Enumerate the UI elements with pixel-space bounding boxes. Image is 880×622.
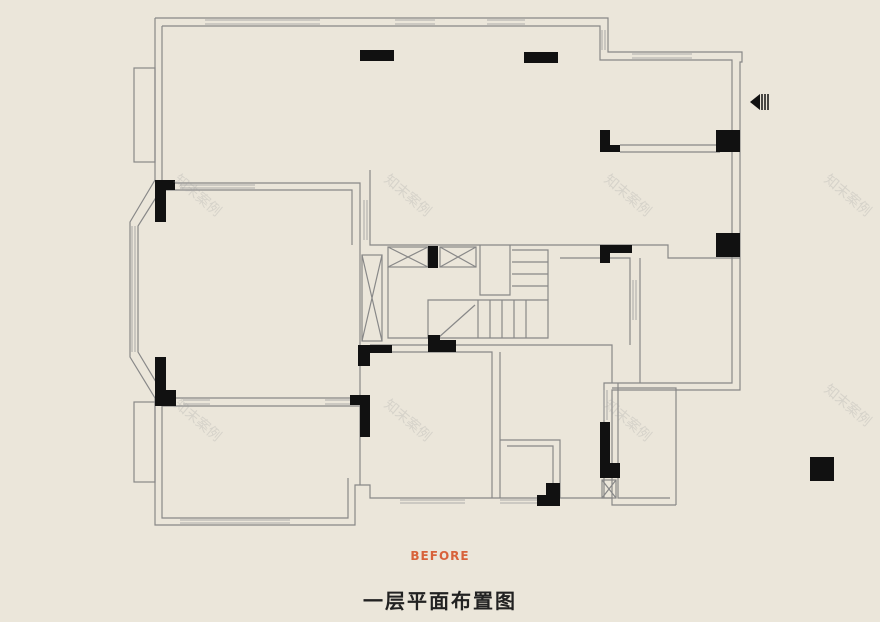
column-5 [716, 233, 740, 257]
shaft-3 [361, 254, 383, 342]
window-side-3 [603, 390, 608, 420]
wall-bedroom1-top [162, 182, 361, 250]
stair-upper [512, 249, 549, 300]
column-3 [600, 130, 620, 152]
stair-treads-upper [512, 261, 548, 287]
column-10 [428, 246, 438, 268]
outer-wall-bottom [154, 398, 612, 526]
column-11 [428, 335, 456, 352]
window-bedroom-2 [183, 399, 210, 405]
floor-plan [129, 17, 834, 526]
window-lines [131, 19, 692, 524]
shaft-2-x [439, 246, 477, 268]
structural-columns [155, 50, 834, 506]
wall-closet-in [507, 445, 554, 490]
column-7 [155, 180, 175, 222]
bay-window-bottom [133, 401, 156, 483]
window-side-2 [632, 280, 637, 320]
stair-run [427, 299, 549, 339]
bay-window-top [133, 67, 156, 163]
window-top-2 [395, 19, 435, 25]
column-14 [537, 483, 560, 506]
column-1 [360, 50, 394, 61]
before-label: BEFORE [410, 549, 470, 563]
column-6 [600, 245, 632, 263]
shaft-4-x [601, 479, 617, 499]
stair-opening [479, 245, 511, 296]
wall-right-room [612, 387, 677, 505]
shaft-4 [601, 479, 617, 499]
outer-wall-top [155, 17, 743, 506]
window-top-3 [487, 19, 525, 25]
window-top-1 [205, 19, 320, 25]
window-bottom-3 [500, 499, 538, 504]
shaft-2 [439, 246, 477, 268]
column-marker-icon [810, 457, 834, 481]
wall-room-a [370, 351, 493, 498]
bay-outer [129, 179, 156, 399]
wall-outlines [129, 17, 743, 526]
plan-title: 一层平面布置图 [363, 589, 517, 613]
window-bottom-2 [400, 499, 465, 504]
column-2 [524, 52, 558, 63]
wall-middle [370, 344, 613, 383]
inner-wall-top [162, 25, 733, 498]
wall-right-room-in [617, 383, 670, 499]
stair-treads-lower [477, 300, 527, 338]
entrance-arrow-icon [750, 94, 769, 110]
column-9 [358, 345, 392, 366]
window-bedroom-3 [325, 399, 352, 405]
wall-bath-a [560, 257, 631, 345]
inner-wall-bottom [161, 405, 349, 519]
column-13 [600, 422, 620, 478]
window-bedroom-1 [180, 184, 255, 189]
bay-inner [137, 187, 163, 393]
shaft-3-x [361, 254, 383, 342]
wall-closet [500, 439, 561, 498]
stair-landing-diag [437, 304, 476, 339]
window-top-4 [632, 53, 692, 59]
window-bottom-1 [180, 519, 290, 524]
shaft-1-x [387, 246, 429, 268]
wall-corridor-top [369, 170, 740, 259]
wall-lift [387, 267, 428, 339]
column-4 [716, 130, 740, 152]
column-12 [350, 395, 370, 437]
window-side-4 [601, 30, 606, 50]
window-side-1 [363, 200, 368, 240]
column-8 [155, 357, 176, 406]
wall-bedroom1-top-in [162, 189, 353, 245]
window-bay [131, 226, 136, 352]
